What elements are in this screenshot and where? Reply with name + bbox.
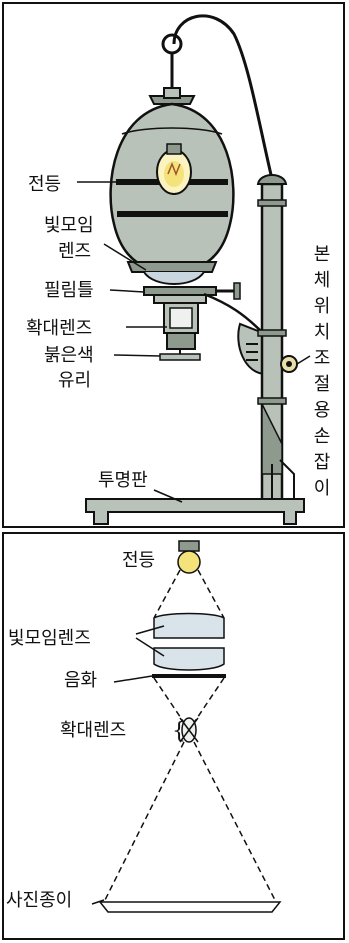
condenser-lens-lower (153, 647, 225, 671)
lamp-cap-knob (163, 87, 181, 99)
leader-negative (113, 675, 153, 683)
label-height-knob-char: 용 (314, 400, 331, 421)
leader-condenser-lower (135, 637, 165, 657)
leader-height-knob (296, 355, 311, 365)
label-red-glass-line1: 붉은색 (44, 345, 94, 366)
label-red-glass-line2: 유리 (58, 370, 91, 391)
label-condenser-line2: 렌즈 (58, 241, 91, 262)
column-collar-low (257, 397, 287, 405)
leader-condenser-upper (135, 625, 165, 635)
condenser-lens-upper (153, 612, 225, 639)
film-frame-screw-head (233, 282, 241, 300)
label-height-knob-char: 손 (314, 426, 331, 447)
label-schematic-photo-paper: 사진종이 (6, 890, 72, 911)
suspension-ring (161, 33, 183, 55)
label-schematic-enlarging-lens: 확대렌즈 (60, 720, 126, 741)
label-schematic-negative: 음화 (64, 670, 97, 691)
suspension-wire (172, 14, 274, 180)
condenser-ring (126, 261, 218, 273)
label-lamp: 전등 (28, 174, 61, 195)
support-arm (203, 292, 265, 335)
red-glass-filter (159, 353, 201, 361)
label-film-frame: 필림틀 (44, 280, 94, 301)
ray-diverge-left (103, 741, 185, 903)
bulb-socket (166, 143, 182, 155)
leader-photo-paper (91, 899, 105, 905)
ray-lamp-right (197, 569, 225, 619)
bulb-filament (167, 161, 181, 177)
film-frame-lower (153, 294, 207, 304)
leader-condenser (103, 243, 147, 271)
label-height-knob-char: 조 (314, 348, 331, 369)
column-base-socket (261, 403, 283, 475)
label-schematic-condenser: 빛모임렌즈 (8, 628, 91, 649)
column-collar-mid (257, 329, 287, 337)
height-knob-center (286, 361, 292, 367)
label-height-knob-char: 위 (314, 296, 331, 317)
baseboard (85, 498, 305, 525)
label-transparent-plate: 투명판 (98, 470, 148, 491)
enlarging-lens-body (166, 332, 196, 350)
condenser-lens (143, 271, 205, 285)
column-clamp (271, 459, 295, 504)
ray-diverge-right (193, 741, 277, 903)
leader-transparent-plate (153, 489, 183, 503)
label-schematic-lamp: 전등 (122, 550, 155, 571)
schematic-lamp-socket (178, 540, 200, 552)
lamp-house-rim (121, 127, 223, 135)
leader-red-glass (113, 354, 161, 357)
optical-schematic: { 전등 빛모임렌즈 음화 확대렌즈 사진종이 (6, 540, 282, 913)
lens-brace: { (172, 719, 186, 744)
schematic-lamp-bulb (177, 550, 201, 574)
column-cap (256, 174, 288, 185)
label-height-knob-char: 체 (314, 270, 331, 291)
label-height-knob-char: 잡 (314, 452, 331, 473)
bracket-slots (246, 343, 258, 361)
negative-strip (152, 674, 226, 678)
label-height-knob-char: 본 (314, 244, 331, 265)
label-height-knob-char: 이 (314, 478, 331, 499)
optical-path-panel: { 전등 빛모임렌즈 음화 확대렌즈 사진종이 (2, 532, 345, 940)
label-enlarging-lens: 확대렌즈 (26, 318, 92, 339)
photo-paper (98, 901, 282, 913)
lens-tube-window (169, 307, 193, 329)
label-height-knob-char: 절 (314, 374, 331, 395)
leader-film-frame (109, 289, 145, 293)
lens-cross (179, 717, 199, 743)
ray-lamp-left (153, 569, 181, 619)
bulb-glow (164, 161, 184, 187)
label-height-knob-char: 치 (314, 322, 331, 343)
label-condenser-line1: 빛모임 (44, 215, 94, 236)
column-collar-top (257, 199, 287, 207)
